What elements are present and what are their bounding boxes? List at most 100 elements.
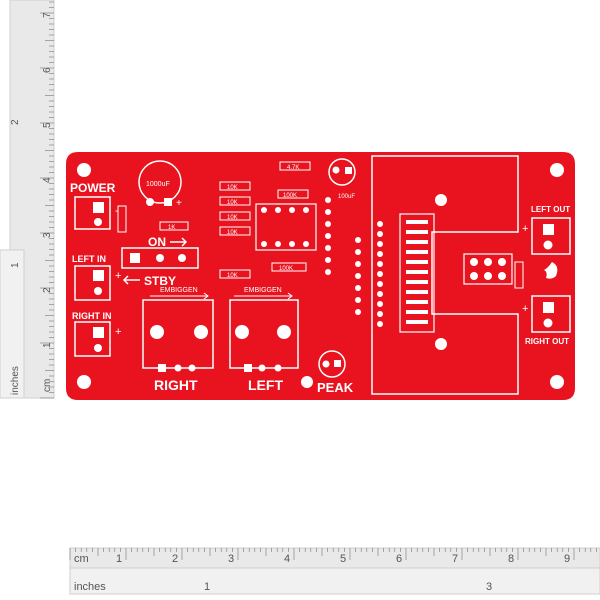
right-out-jack-outline <box>531 295 571 333</box>
mount-hole-tl <box>77 163 91 177</box>
power-plus: - <box>115 205 119 217</box>
resistor-4 <box>219 226 251 236</box>
board-outline <box>66 152 575 400</box>
left-ruler-ticks <box>40 1 54 399</box>
amp-pin-bar <box>406 240 428 244</box>
bottom-cm-tick-2: 2 <box>172 553 178 565</box>
bottom-cm-tick-9: 9 <box>564 553 570 565</box>
cap-100uf-pad-1 <box>332 166 340 174</box>
right-out-pad-2 <box>543 318 553 328</box>
bottom-cm-tick-6: 6 <box>396 553 402 565</box>
ic-1-pin <box>261 207 267 213</box>
cap-pad <box>355 285 361 291</box>
cap-100uf-pad-2 <box>345 167 352 174</box>
header-pin <box>484 272 492 280</box>
label-right-out: RIGHT OUT <box>525 337 569 346</box>
amp-chip-outline <box>399 213 435 333</box>
power-jack-pad-1 <box>93 202 104 213</box>
bottom-cm-tick-8: 8 <box>508 553 514 565</box>
label-embiggen-right: EMBIGGEN <box>160 287 198 294</box>
bottom-cm-tick-7: 7 <box>452 553 458 565</box>
cap-pad <box>325 269 331 275</box>
switch-outline <box>121 247 199 269</box>
amp-pin-bar <box>406 220 428 224</box>
amp-pin <box>377 231 383 237</box>
label-left-in: LEFT IN <box>72 254 106 264</box>
resistor-8 <box>279 161 311 171</box>
resistor-1-label: 10K <box>227 185 238 191</box>
peak-led-pad-1 <box>322 360 330 368</box>
left-out-pad-1 <box>543 224 554 235</box>
label-right-in: RIGHT IN <box>72 311 112 321</box>
left-inch-tick-2: 2 <box>10 119 21 125</box>
resistor-7 <box>117 205 127 233</box>
left-out-plus: + <box>522 223 528 235</box>
resistor-4-label: 10K <box>227 230 238 236</box>
cap-pad <box>355 261 361 267</box>
bottom-cm-tick-3: 3 <box>228 553 234 565</box>
left-ruler-inch-strip <box>0 249 25 399</box>
label-left: LEFT <box>248 377 283 393</box>
left-out-pad-2 <box>543 240 553 250</box>
right-out-plus: + <box>522 303 528 315</box>
left-ruler: cm inches 1 2 3 4 5 6 7 1 2 <box>0 0 55 399</box>
resistor-10-label: 100K <box>279 266 293 272</box>
pot-left-pad-3 <box>274 364 282 372</box>
header-pin <box>498 258 506 266</box>
bottom-cm-tick-4: 4 <box>284 553 290 565</box>
header-outline <box>463 253 513 285</box>
ic-1-pin <box>303 241 309 247</box>
pot-right-pad-2 <box>174 364 182 372</box>
amp-pin <box>377 251 383 257</box>
resistor-5 <box>219 269 251 279</box>
resistor-2-label: 10K <box>227 200 238 206</box>
right-out-pad-1 <box>543 302 554 313</box>
amp-pin-bar <box>406 250 428 254</box>
amp-pin-bar <box>406 270 428 274</box>
left-cm-tick-2: 2 <box>42 287 53 293</box>
label-embiggen-left: EMBIGGEN <box>244 287 282 294</box>
left-in-pad-1 <box>93 270 104 281</box>
switch-pad-2 <box>156 254 164 262</box>
mount-hole-heatsink-2 <box>435 338 447 350</box>
resistor-9 <box>277 189 309 199</box>
amp-chip-pins <box>377 220 428 327</box>
pot-right-pad-3 <box>188 364 196 372</box>
left-ruler-inch-label: inches <box>10 366 21 395</box>
ic-1-pin <box>289 207 295 213</box>
amp-pin <box>377 321 383 327</box>
cap-100uf-label: 100uF <box>338 194 355 200</box>
amp-pin-bar <box>406 310 428 314</box>
cap-100uf-outline <box>328 158 356 186</box>
resistor-10 <box>271 262 307 272</box>
amp-pin <box>377 281 383 287</box>
cap-pad <box>325 257 331 263</box>
ic-1-pin <box>275 241 281 247</box>
switch-pad-1 <box>130 253 140 263</box>
mount-hole-bl <box>77 375 91 389</box>
switch-pad-3 <box>178 254 186 262</box>
right-in-jack-outline <box>74 321 111 357</box>
amp-pin <box>377 241 383 247</box>
bottom-inch-tick-3: 3 <box>486 581 492 593</box>
header-pin <box>498 272 506 280</box>
amp-pin-bar <box>406 260 428 264</box>
bottom-ruler-cm-strip <box>69 547 600 569</box>
resistor-6 <box>159 221 189 231</box>
ic-1-pin <box>275 207 281 213</box>
ic-1-pin <box>303 207 309 213</box>
left-ruler-cm-label: cm <box>42 379 53 392</box>
cap-pad <box>325 245 331 251</box>
bottom-inch-tick-1: 1 <box>204 581 210 593</box>
cap-pad <box>355 297 361 303</box>
power-jack-pad-2 <box>94 218 102 226</box>
amp-pin-bar <box>406 280 428 284</box>
left-cm-tick-5: 5 <box>42 122 53 128</box>
pot-right-pad-1 <box>158 364 166 372</box>
amp-pin <box>377 291 383 297</box>
left-cm-tick-6: 6 <box>42 67 53 73</box>
cap-pad <box>355 309 361 315</box>
resistor-5-label: 10K <box>227 273 238 279</box>
header-pins <box>470 258 506 280</box>
